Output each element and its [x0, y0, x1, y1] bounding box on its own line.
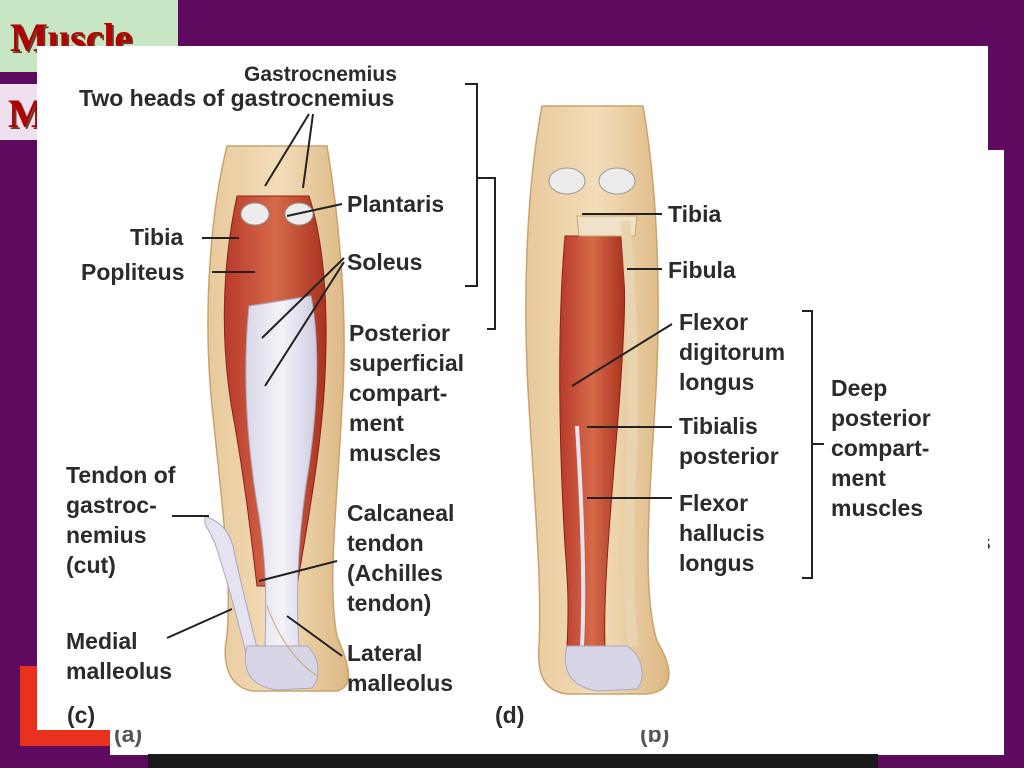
panel-label-d: (d): [495, 702, 525, 728]
label-popliteus: Popliteus: [81, 259, 185, 285]
slide-subtitle: M: [0, 84, 46, 140]
label-tibia-c: Tibia: [130, 224, 184, 250]
anatomy-figure: Gastrocnemius Two heads of gastrocnemius…: [37, 46, 988, 730]
leg-illustrations: [166, 83, 824, 695]
label-flexor-hallucis-longus: Flexor hallucis longus: [679, 490, 765, 576]
leader-lines-c: [166, 83, 496, 657]
label-calcaneal-tendon: Calcaneal tendon (Achilles tendon): [347, 500, 455, 616]
label-medial-malleolus: Medial malleolus: [66, 628, 173, 684]
label-soleus: Soleus: [347, 249, 423, 275]
panel-label-c: (c): [67, 702, 96, 728]
label-tibialis-posterior: Tibialis posterior: [679, 413, 779, 469]
label-plantaris: Plantaris: [347, 191, 445, 217]
label-lateral-malleolus: Lateral malleolus: [347, 640, 454, 696]
dark-bottom-bar: [148, 754, 878, 768]
label-fibula: Fibula: [668, 257, 736, 283]
leader-lines-d: [571, 213, 824, 579]
label-posterior-superficial-compartment: Posterior superficial compart- ment musc…: [349, 320, 465, 466]
leg-c-illustration: [204, 145, 350, 692]
label-tibia-d: Tibia: [668, 201, 722, 227]
label-tendon-of-gastrocnemius: Tendon of gastroc- nemius (cut): [66, 462, 176, 578]
label-deep-posterior-compartment: Deep posterior compart- ment muscles: [831, 375, 931, 521]
label-gastrocnemius-cut: Gastrocnemius: [244, 63, 397, 86]
label-two-heads-of-gastrocnemius: Two heads of gastrocnemius: [79, 85, 395, 111]
label-flexor-digitorum-longus: Flexor digitorum longus: [679, 309, 786, 395]
leg-d-illustration: [525, 105, 670, 695]
